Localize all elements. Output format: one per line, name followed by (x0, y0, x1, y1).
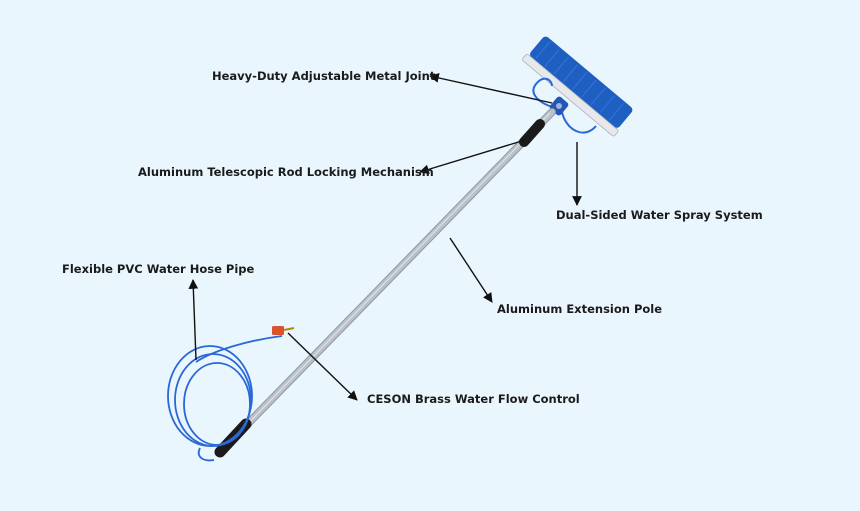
label-extension-pole: Aluminum Extension Pole (497, 302, 663, 316)
arrow-lock (419, 139, 526, 175)
locking-mechanism (519, 119, 545, 147)
label-locking-mechanism: Aluminum Telescopic Rod Locking Mechanis… (138, 165, 434, 179)
flow-control-valve (272, 326, 295, 335)
extension-pole (226, 108, 556, 446)
label-water-hose: Flexible PVC Water Hose Pipe (62, 262, 255, 276)
arrow-joint (429, 73, 553, 104)
label-metal-joint: Heavy-Duty Adjustable Metal Joint (212, 69, 436, 83)
label-flow-control: CESON Brass Water Flow Control (367, 392, 580, 406)
water-hose-coil (167, 335, 283, 462)
arrow-pole (449, 237, 493, 303)
arrow-hose (188, 279, 199, 361)
spray-hoses (532, 77, 597, 134)
callout-arrows (188, 73, 582, 401)
label-spray-system: Dual-Sided Water Spray System (556, 208, 763, 222)
brush-base (522, 53, 619, 137)
arrow-flow (287, 332, 358, 401)
brush-head (522, 36, 633, 137)
